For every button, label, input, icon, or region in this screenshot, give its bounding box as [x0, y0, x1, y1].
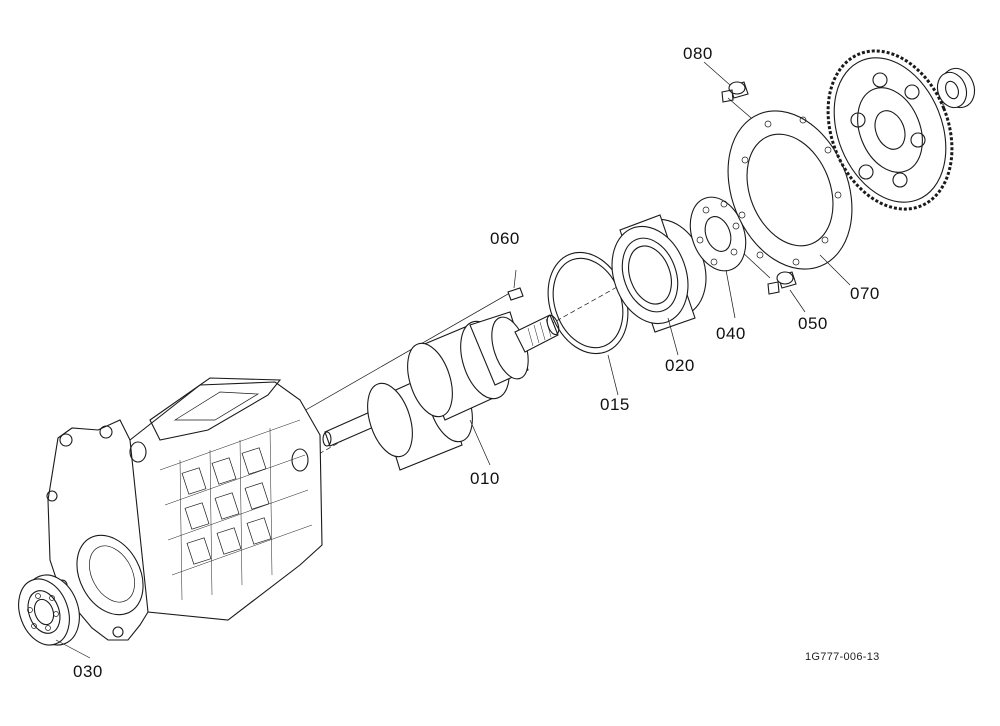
label-010: 010	[470, 469, 500, 488]
part-020-bearing	[611, 214, 707, 356]
label-080: 080	[683, 44, 713, 63]
label-040: 040	[716, 324, 746, 343]
drawing-code: 1G777-006-13	[805, 651, 880, 663]
label-015: 015	[600, 395, 630, 414]
part-060-key	[507, 269, 524, 301]
leader-030	[55, 639, 91, 659]
label-050: 050	[798, 314, 828, 333]
label-020: 020	[665, 356, 695, 375]
part-010-shaft	[322, 311, 560, 471]
label-070: 070	[850, 284, 880, 303]
part-080-bolt	[703, 61, 749, 103]
label-030: 030	[73, 662, 103, 681]
gear-wheel	[826, 49, 954, 211]
part-070-plate	[727, 110, 853, 286]
end-nut	[936, 67, 976, 109]
leader-010	[469, 419, 491, 466]
label-060: 060	[490, 229, 520, 248]
part-030-bearing	[18, 574, 80, 646]
transmission-housing	[46, 377, 323, 641]
leader-050-axis	[739, 249, 771, 279]
part-050-bolt	[767, 271, 806, 313]
